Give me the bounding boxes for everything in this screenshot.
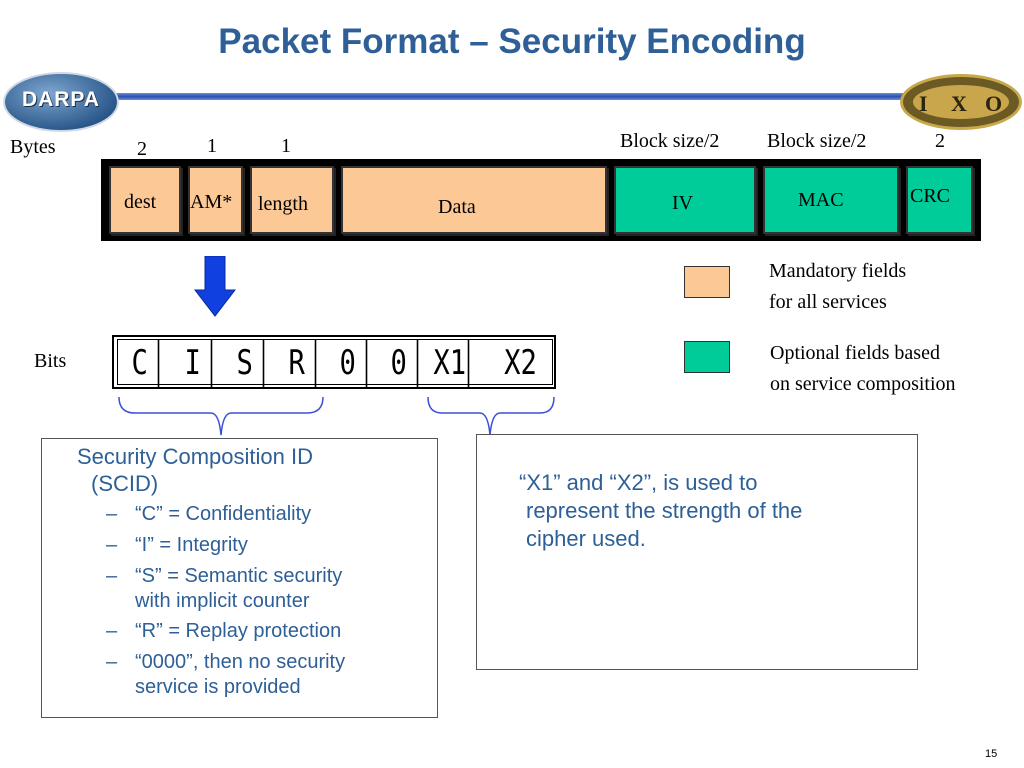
ixo-logo-inner: I X O — [913, 85, 1009, 119]
size-dest: 2 — [137, 138, 147, 160]
legend-optional-line2: on service composition — [770, 373, 956, 395]
scid-item-dash: – — [106, 565, 118, 587]
legend-swatch-optional — [684, 341, 730, 373]
bit-i: I — [175, 339, 213, 387]
bits-frame — [112, 335, 556, 389]
strength-line1: “X1” and “X2”, is used to — [519, 470, 758, 495]
size-mac: Block size/2 — [767, 130, 867, 152]
field-crc — [906, 166, 973, 234]
field-label-crc: CRC — [910, 185, 951, 207]
page-number: 15 — [985, 748, 998, 760]
brace-strength — [427, 396, 555, 436]
scid-item-dash: – — [106, 620, 118, 642]
field-label-mac: MAC — [798, 189, 844, 211]
bit-x2: X2 — [504, 343, 537, 383]
legend-swatch-mandatory — [684, 266, 730, 298]
scid-heading-line2: (SCID) — [91, 471, 159, 496]
scid-item-dash: – — [106, 534, 118, 556]
size-length: 1 — [281, 135, 291, 157]
field-label-am: AM* — [190, 191, 233, 213]
bit-c: C — [122, 339, 160, 387]
down-arrow-icon — [193, 256, 237, 317]
field-dest — [109, 166, 181, 234]
title-rule — [60, 93, 930, 100]
strength-line2: represent the strength of the — [526, 498, 803, 523]
darpa-logo: DARPA — [3, 72, 119, 132]
field-mac — [763, 166, 899, 234]
strength-line3: cipher used. — [526, 526, 646, 551]
strength-box: “X1” and “X2”, is used to represent the … — [476, 434, 918, 670]
scid-item-i: “I” = Integrity — [135, 534, 248, 556]
scid-item-zero-cont: service is provided — [135, 676, 301, 698]
field-am — [188, 166, 243, 234]
scid-item-s-cont: with implicit counter — [135, 590, 310, 612]
ixo-logo-letter: X — [951, 91, 967, 116]
scid-heading-line1: Security Composition ID — [77, 444, 313, 469]
size-am: 1 — [207, 135, 217, 157]
darpa-logo-text: DARPA — [21, 88, 101, 111]
legend-optional-line1: Optional fields based — [770, 342, 940, 364]
bit-x1: X1 — [432, 339, 470, 387]
bit-s: S — [227, 339, 265, 387]
legend-mandatory-line2: for all services — [769, 291, 887, 313]
scid-item-s: “S” = Semantic security — [135, 565, 343, 587]
scid-item-dash: – — [106, 503, 118, 525]
brace-scid — [118, 396, 324, 436]
size-crc: 2 — [935, 130, 945, 152]
bit-0: 0 — [330, 339, 368, 387]
bits-inner-frame — [117, 339, 553, 385]
scid-item-dash: – — [106, 651, 118, 673]
bytes-label: Bytes — [10, 136, 56, 158]
scid-item-c: “C” = Confidentiality — [135, 503, 312, 525]
field-iv — [614, 166, 756, 234]
bits-label: Bits — [34, 350, 67, 372]
size-iv: Block size/2 — [620, 130, 720, 152]
legend-mandatory-line1: Mandatory fields — [769, 260, 907, 282]
field-length — [250, 166, 334, 234]
scid-item-zero: “0000”, then no security — [135, 651, 346, 673]
scid-box: Security Composition ID (SCID) – “C” = C… — [41, 438, 438, 718]
ixo-logo: I X O — [900, 74, 1022, 130]
field-data — [341, 166, 607, 234]
field-label-iv: IV — [672, 192, 694, 214]
field-label-dest: dest — [124, 191, 157, 213]
slide-title: Packet Format – Security Encoding — [218, 22, 806, 61]
scid-item-r: “R” = Replay protection — [135, 620, 342, 642]
ixo-logo-letter: I — [919, 91, 928, 116]
bit-0: 0 — [381, 339, 419, 387]
ixo-logo-letter: O — [985, 91, 1003, 116]
bit-r: R — [279, 339, 317, 387]
field-label-length: length — [258, 193, 308, 215]
field-label-data: Data — [438, 196, 476, 218]
